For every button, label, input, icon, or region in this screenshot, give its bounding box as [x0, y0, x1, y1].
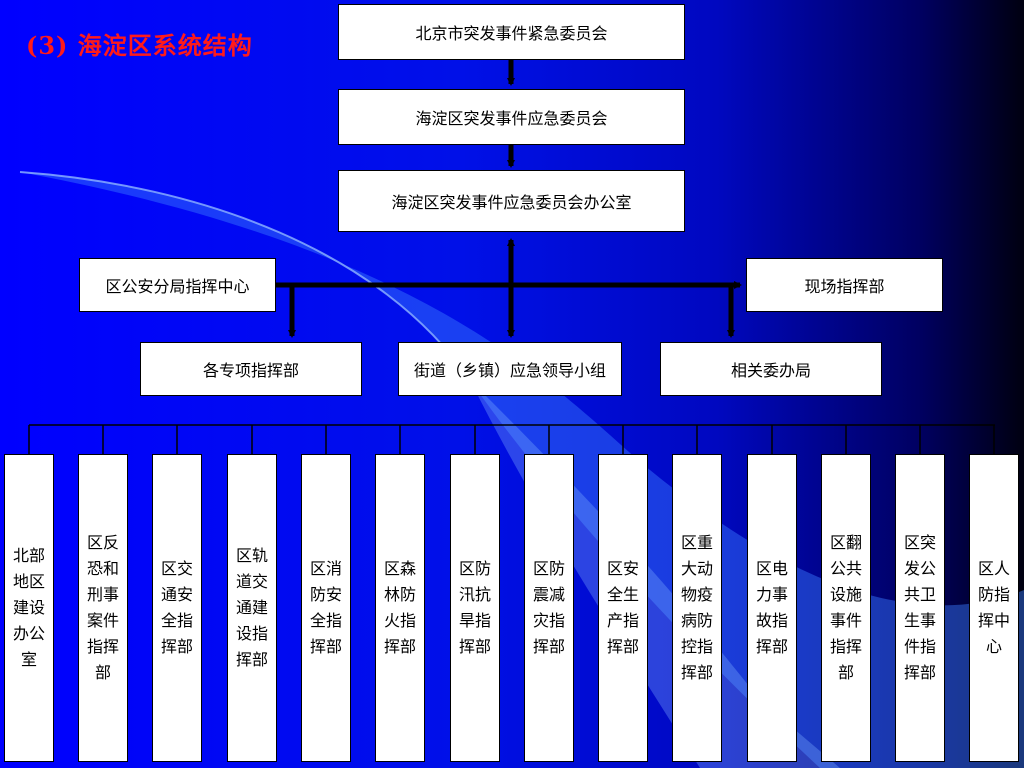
sub-unit-label: 区重大动物疫病防控指挥部 [680, 533, 713, 682]
node-beijing-committee: 北京市突发事件紧急委员会 [338, 4, 685, 60]
sub-unit-box: 北部地区建设办公室 [4, 454, 54, 762]
node-label: 海淀区突发事件应急委员会办公室 [391, 193, 632, 212]
sub-unit-label: 区人防指挥中心 [977, 559, 1010, 656]
node-label: 相关委办局 [730, 361, 811, 380]
sub-unit-box: 区防震减灾指挥部 [524, 454, 574, 762]
sub-unit-label: 区翻公共设施事件指挥部 [829, 533, 862, 682]
node-label: 街道（乡镇）应急领导小组 [413, 361, 606, 380]
sub-unit-box: 区交通安全指挥部 [152, 454, 202, 762]
node-street-group: 街道（乡镇）应急领导小组 [398, 342, 622, 396]
node-police-center: 区公安分局指挥中心 [79, 258, 276, 312]
sub-unit-box: 区轨道交通建设指挥部 [227, 454, 277, 762]
node-onsite-command: 现场指挥部 [746, 258, 943, 312]
sub-unit-label: 区防汛抗旱指挥部 [458, 559, 491, 656]
node-haidian-committee: 海淀区突发事件应急委员会 [338, 89, 685, 145]
sub-unit-box: 区电力事故指挥部 [747, 454, 797, 762]
node-special-commands: 各专项指挥部 [140, 342, 362, 396]
sub-unit-label: 区突发公共卫生事件指挥部 [903, 533, 936, 682]
node-label: 北京市突发事件紧急委员会 [415, 24, 608, 43]
node-label: 海淀区突发事件应急委员会 [415, 109, 608, 128]
sub-unit-box: 区防汛抗旱指挥部 [450, 454, 500, 762]
sub-unit-label: 区消防安全指挥部 [309, 559, 342, 656]
sub-unit-label: 区电力事故指挥部 [755, 559, 788, 656]
sub-unit-label: 区反恐和刑事案件指挥部 [86, 533, 119, 682]
sub-unit-label: 区防震减灾指挥部 [532, 559, 565, 656]
sub-unit-box: 区森林防火指挥部 [375, 454, 425, 762]
sub-unit-box: 区突发公共卫生事件指挥部 [895, 454, 945, 762]
sub-unit-label: 区安全生产指挥部 [606, 559, 639, 656]
sub-unit-label: 区交通安全指挥部 [160, 559, 193, 656]
node-label: 各专项指挥部 [202, 361, 299, 380]
node-label: 现场指挥部 [804, 277, 885, 296]
sub-unit-box: 区人防指挥中心 [969, 454, 1019, 762]
sub-unit-label: 区轨道交通建设指挥部 [235, 546, 268, 669]
page-title: (3) 海淀区系统结构 [26, 31, 253, 60]
sub-unit-box: 区重大动物疫病防控指挥部 [672, 454, 722, 762]
sub-unit-box: 区反恐和刑事案件指挥部 [78, 454, 128, 762]
node-haidian-office: 海淀区突发事件应急委员会办公室 [338, 170, 685, 232]
sub-unit-label: 北部地区建设办公室 [12, 546, 45, 669]
sub-unit-box: 区翻公共设施事件指挥部 [821, 454, 871, 762]
sub-unit-label: 区森林防火指挥部 [383, 559, 416, 656]
sub-unit-box: 区安全生产指挥部 [598, 454, 648, 762]
node-related-bureaus: 相关委办局 [660, 342, 882, 396]
node-label: 区公安分局指挥中心 [105, 277, 250, 296]
sub-unit-box: 区消防安全指挥部 [301, 454, 351, 762]
